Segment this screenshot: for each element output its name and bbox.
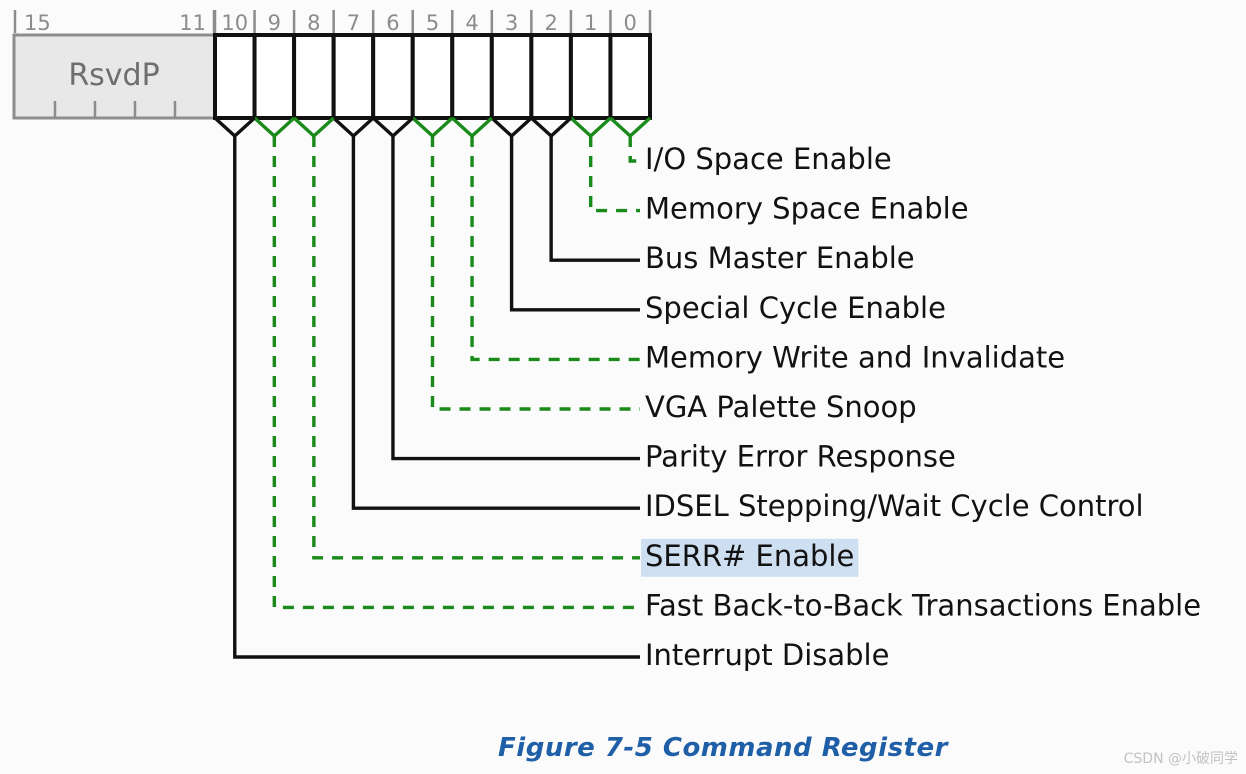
bit-number-2: 2: [544, 11, 557, 35]
reserved-field-box: [12, 33, 217, 120]
bit-cell-5[interactable]: [410, 33, 455, 120]
bit-cell-10[interactable]: [213, 33, 257, 120]
leader-lines-group: [233, 136, 640, 659]
leader-line-7: [351, 136, 640, 510]
field-label-bit-3[interactable]: Special Cycle Enable: [645, 291, 946, 325]
bit-cell-0[interactable]: [608, 33, 653, 120]
leader-line-4: [470, 136, 640, 362]
bit-cell-4[interactable]: [450, 33, 494, 120]
field-label-bit-4[interactable]: Memory Write and Invalidate: [645, 340, 1065, 374]
field-label-bit-2[interactable]: Bus Master Enable: [645, 241, 915, 275]
reserved-field-ticks: [53, 101, 177, 117]
field-label-bit-10[interactable]: Interrupt Disable: [645, 638, 889, 672]
reserved-field-label: RsvdP: [68, 58, 159, 93]
bit-cell-6[interactable]: [371, 33, 415, 120]
bit-number-4: 4: [465, 11, 478, 35]
bit-cell-2[interactable]: [529, 33, 573, 120]
leader-line-8: [312, 136, 640, 560]
field-label-bit-0[interactable]: I/O Space Enable: [645, 142, 892, 176]
leader-line-3: [509, 136, 640, 312]
leader-line-6: [391, 136, 640, 461]
bit-cell-9[interactable]: [252, 33, 297, 120]
leader-line-0: [628, 136, 640, 163]
field-label-bit-1[interactable]: Memory Space Enable: [645, 192, 969, 226]
bit-cell-7[interactable]: [331, 33, 376, 120]
bit-number-10: 10: [221, 11, 248, 35]
bit-cell-8[interactable]: [292, 33, 336, 120]
field-label-bit-7[interactable]: IDSEL Stepping/Wait Cycle Control: [645, 489, 1144, 523]
bit-number-11: 11: [179, 11, 206, 35]
bit-number-0: 0: [624, 11, 637, 35]
bit-number-15: 15: [24, 11, 51, 35]
bit-number-9: 9: [268, 11, 281, 35]
reserved-field-group: RsvdP 15 11: [12, 10, 217, 120]
bit-number-8: 8: [307, 11, 320, 35]
field-label-bit-8[interactable]: SERR# Enable: [645, 539, 854, 573]
field-label-bit-6[interactable]: Parity Error Response: [645, 440, 956, 474]
bit-cell-1[interactable]: [568, 33, 613, 120]
leader-line-5: [430, 136, 640, 411]
bit-cell-3[interactable]: [489, 33, 534, 120]
leader-line-2: [549, 136, 640, 262]
label-highlight-8: [641, 538, 859, 577]
bit-number-7: 7: [347, 11, 360, 35]
field-label-bit-9[interactable]: Fast Back-to-Back Transactions Enable: [645, 588, 1201, 622]
field-label-bit-5[interactable]: VGA Palette Snoop: [645, 390, 917, 424]
figure-caption: Figure 7-5 Command Register: [498, 733, 950, 763]
leader-line-1: [588, 136, 640, 213]
bit-number-3: 3: [505, 11, 518, 35]
bit-number-6: 6: [386, 11, 399, 35]
csdn-watermark: CSDN @小破同学: [1124, 751, 1238, 767]
leader-line-10: [233, 136, 640, 659]
bit-number-5: 5: [426, 11, 439, 35]
bit-number-1: 1: [584, 11, 597, 35]
